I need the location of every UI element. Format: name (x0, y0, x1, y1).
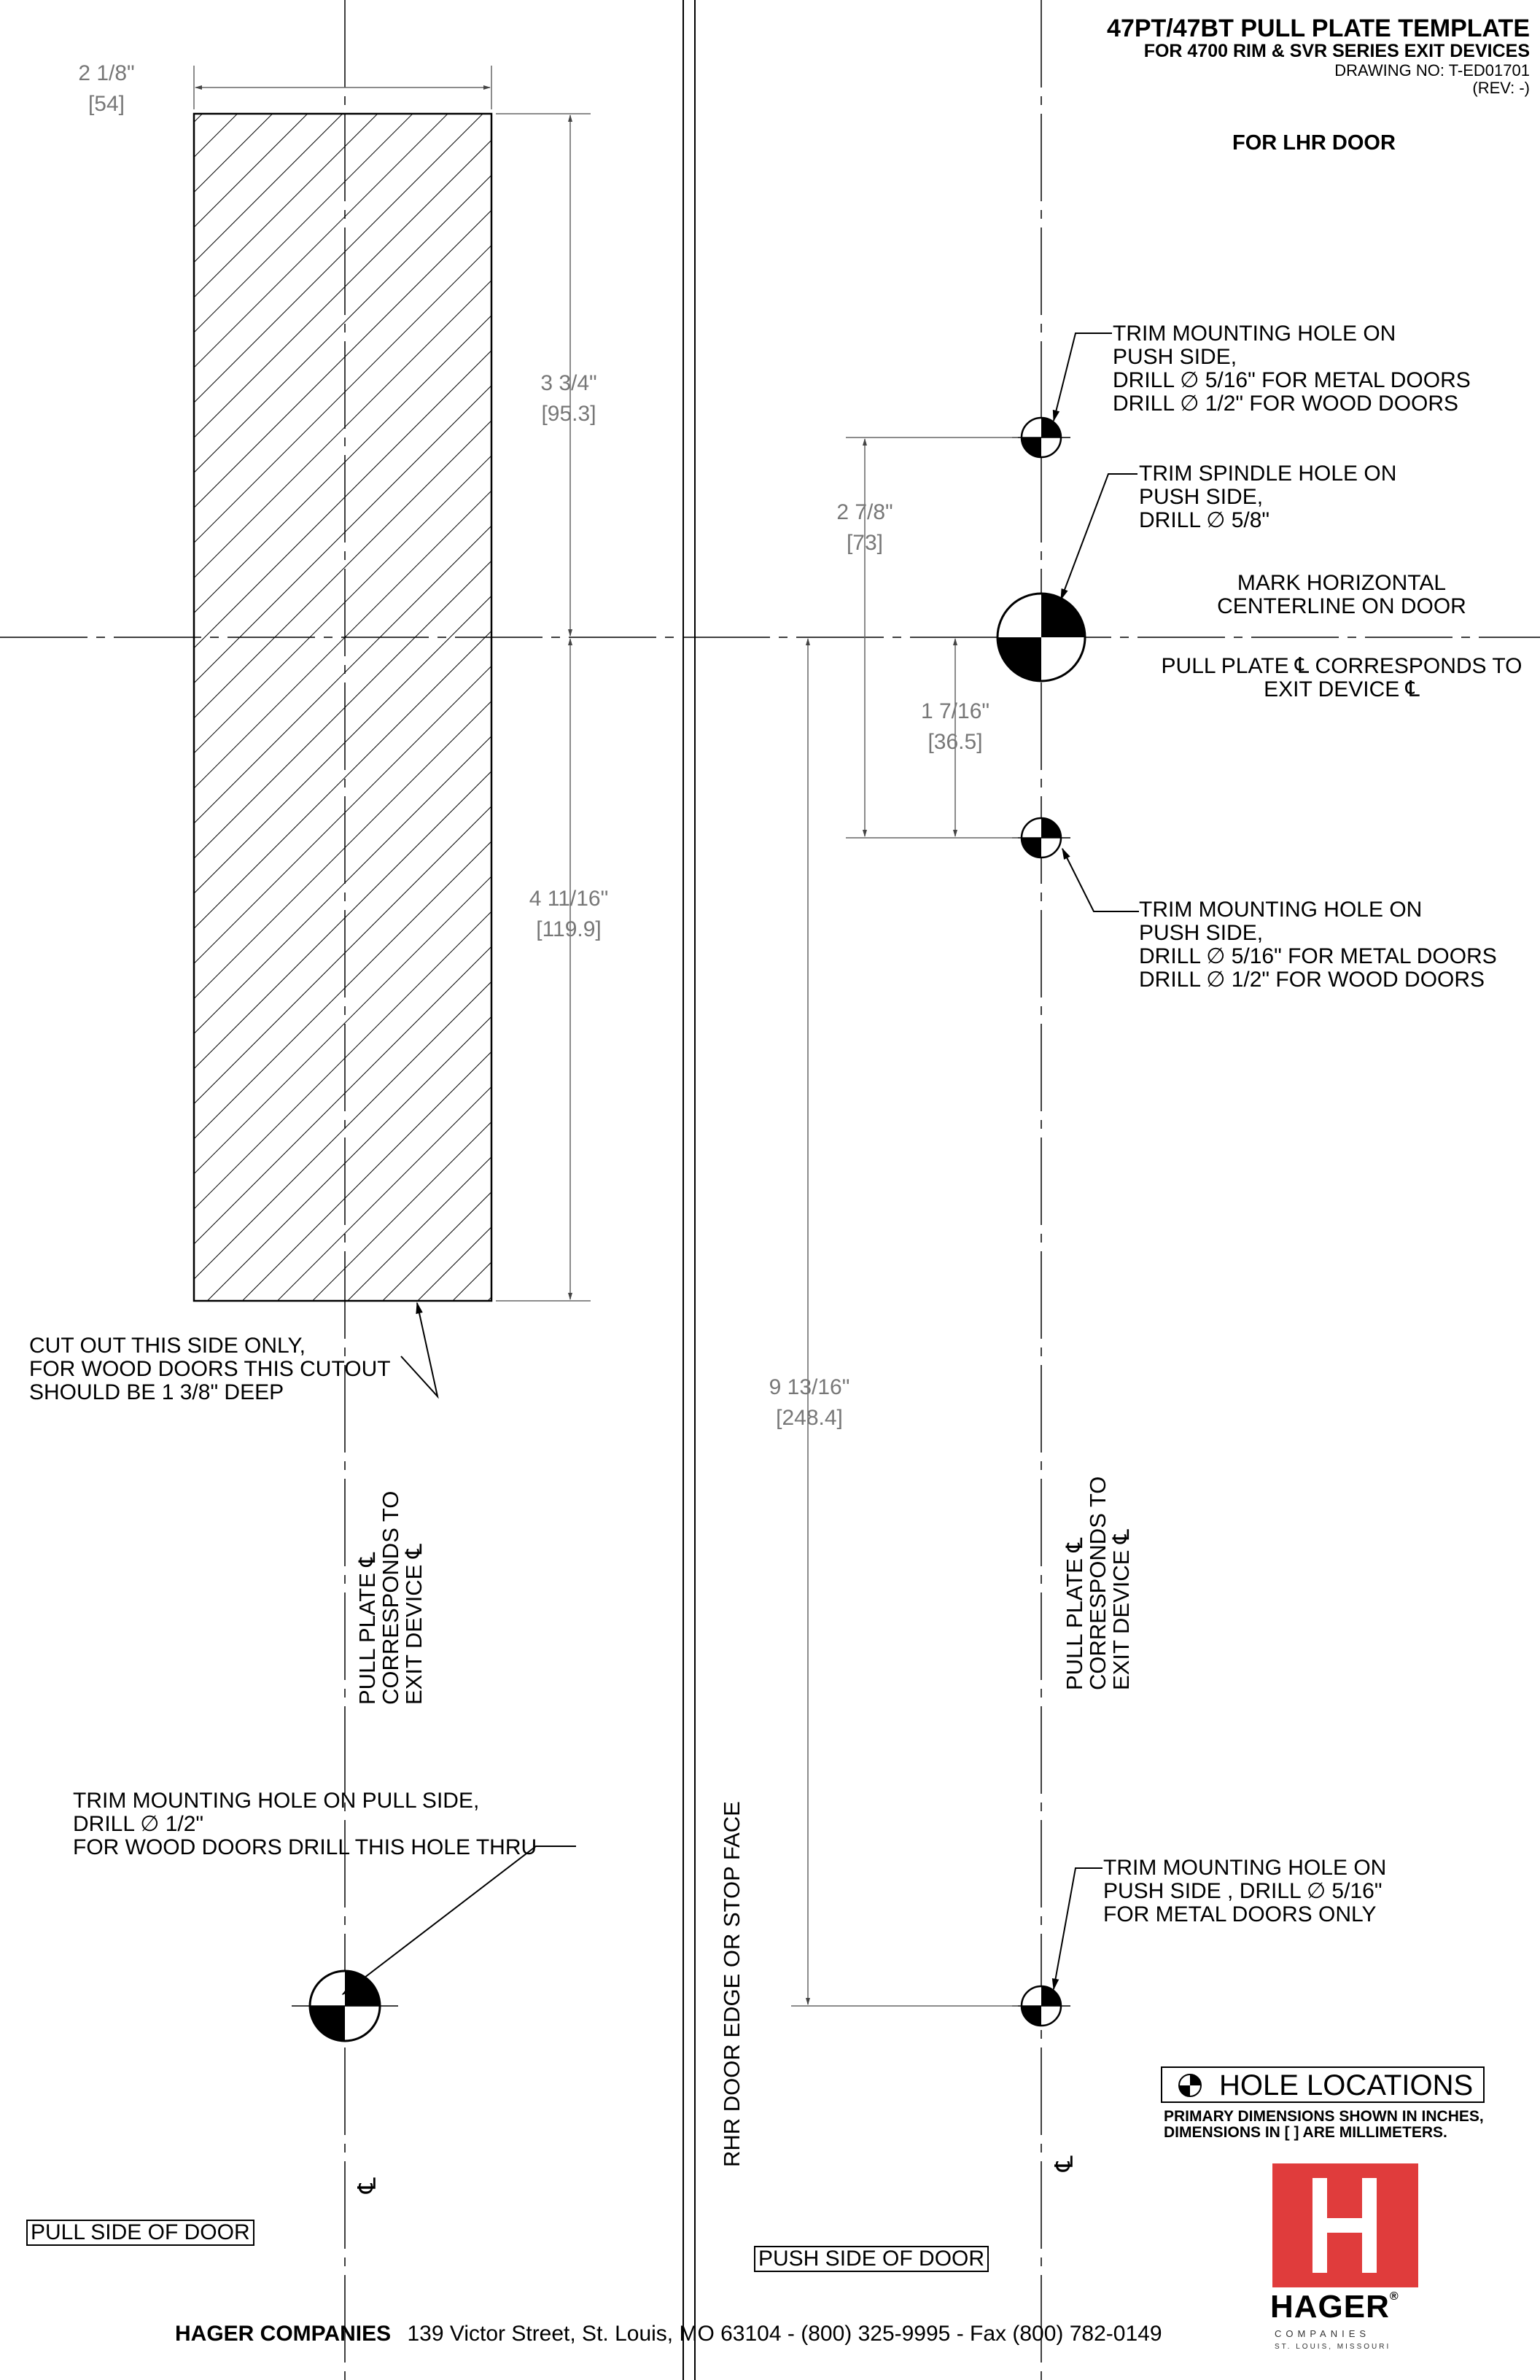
hager-logo-location: ST. LOUIS, MISSOURI (1275, 2343, 1391, 2351)
leader-bottom-mount (1062, 847, 1139, 912)
footer-address: HAGER COMPANIES 139 Victor Street, St. L… (175, 2322, 1162, 2346)
centerline-symbol-left: ℄ (354, 2177, 381, 2193)
pull-plate-cutout (192, 112, 493, 1302)
footer-address-text: 139 Victor Street, St. Louis, MO 63104 -… (407, 2322, 1162, 2346)
push-side-label: PUSH SIDE OF DOOR (754, 2246, 989, 2272)
drawing-title: 47PT/47BT PULL PLATE TEMPLATE (1107, 15, 1530, 42)
hager-logo-mark (1272, 2163, 1418, 2287)
pull-side-label: PULL SIDE OF DOOR (26, 2220, 254, 2246)
hole-spacing-dimension-label: 9 13/16"[248.4] (769, 1375, 850, 1430)
drawing-subtitle: FOR 4700 RIM & SVR SERIES EXIT DEVICES (1143, 41, 1530, 61)
top-mounting-hole (1012, 416, 1070, 459)
leader-cutout (400, 1302, 439, 1399)
pull-side-hole (292, 1969, 398, 2042)
lower-dimension-label: 4 11/16"[119.9] (529, 887, 609, 941)
hole-locations-legend: HOLE LOCATIONS (1161, 2066, 1485, 2103)
leader-spindle (1060, 473, 1138, 601)
door-hand-label: FOR LHR DOOR (1232, 131, 1396, 155)
legend-title: HOLE LOCATIONS (1219, 2069, 1474, 2101)
bottom-mounting-hole (1012, 817, 1070, 859)
legend-note: PRIMARY DIMENSIONS SHOWN IN INCHES,DIMEN… (1164, 2108, 1484, 2141)
upper-dimension-label: 3 3/4"[95.3] (540, 371, 597, 426)
leader-pull-side-hole (341, 1846, 576, 1995)
centerline-symbol-right: ℄ (1051, 2155, 1078, 2171)
drawing-number: DRAWING NO: T-ED01701 (1334, 61, 1530, 79)
spindle-hole (996, 592, 1086, 682)
width-dimension-label: 2 1/8"[54] (78, 61, 135, 116)
bottom-hole-dimension-label: 1 7/16"[36.5] (920, 699, 990, 754)
leader-top-mount (1052, 332, 1112, 422)
hager-logo-wordmark: HAGER® (1270, 2289, 1399, 2325)
note-pull-side-hole: TRIM MOUNTING HOLE ON PULL SIDE,DRILL ∅ … (73, 1789, 537, 1859)
legend-hole-icon (1178, 2074, 1202, 2097)
metal-only-hole (1012, 1985, 1070, 2027)
footer-company: HAGER COMPANIES (175, 2322, 392, 2346)
top-hole-dimension-label: 2 7/8"[73] (836, 500, 893, 555)
drawing-revision: (REV: -) (1472, 79, 1530, 97)
hager-logo-subtitle: COMPANIES (1275, 2328, 1371, 2339)
door-edge-label: RHR DOOR EDGE OR STOP FACE (719, 1801, 744, 2167)
leader-metal-only (1051, 1867, 1102, 1991)
note-cutout: CUT OUT THIS SIDE ONLY,FOR WOOD DOORS TH… (29, 1334, 391, 1404)
